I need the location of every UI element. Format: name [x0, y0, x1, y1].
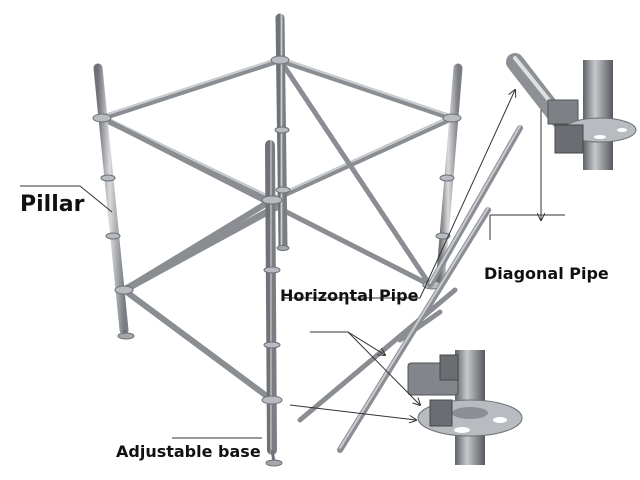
- horizontal-pipe-back-left: [99, 57, 283, 121]
- horizontal-pipe-bottom-front: [121, 287, 275, 403]
- diagonal-pipe-front: [127, 202, 283, 291]
- label-leader-lines: [20, 90, 565, 439]
- label-diagonal-pipe: Diagonal Pipe: [484, 264, 609, 283]
- horizontal-pipe-front-right: [269, 115, 455, 203]
- connection-detail-top: [506, 53, 637, 220]
- adjustable-base-plates: [117, 245, 290, 467]
- label-adjustable-base: Adjustable base: [116, 442, 261, 461]
- scaffold-frame: [92, 13, 463, 467]
- horizontal-pipe-back-right: [277, 57, 455, 121]
- connection-detail-bottom: [407, 350, 523, 465]
- label-pillar: Pillar: [20, 192, 85, 217]
- loose-horizontal-pipe-2: [397, 309, 443, 343]
- label-horizontal-pipe: Horizoηtal Pipe: [280, 286, 419, 305]
- pillar-rosettes: [92, 55, 462, 405]
- diagonal-pipe-back: [277, 57, 433, 288]
